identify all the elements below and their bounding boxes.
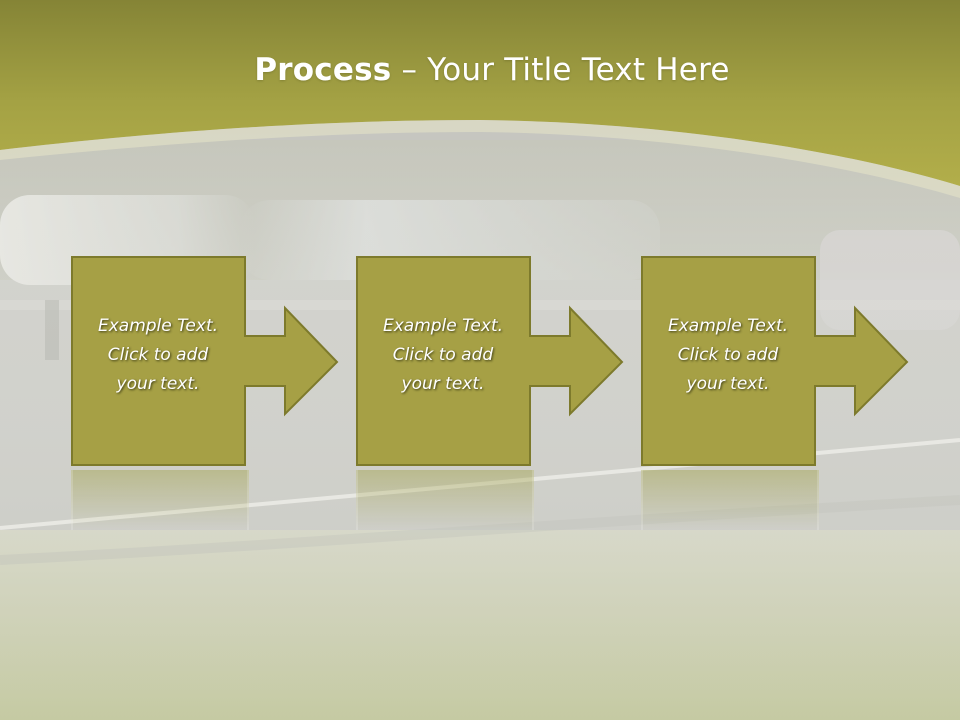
header-band bbox=[0, 0, 960, 198]
step-text-box-1[interactable]: Example Text. Click to add your text. bbox=[71, 256, 245, 466]
step-line-3: your text. bbox=[686, 373, 770, 394]
arrow-shape-1 bbox=[71, 256, 339, 466]
step-text-box-2[interactable]: Example Text. Click to add your text. bbox=[356, 256, 530, 466]
step-line-1: Example Text. bbox=[97, 315, 219, 336]
step-line-3: your text. bbox=[401, 373, 485, 394]
title-bold-part: Process bbox=[254, 52, 392, 88]
process-step-3[interactable]: Example Text. Click to add your text. bbox=[641, 256, 960, 468]
title-rest-part: – Your Title Text Here bbox=[391, 52, 730, 88]
step-line-1: Example Text. bbox=[382, 315, 504, 336]
slide-title[interactable]: Process – Your Title Text Here bbox=[0, 52, 960, 88]
step-line-2: Click to add bbox=[677, 344, 779, 365]
step-reflection-3 bbox=[641, 470, 819, 530]
step-reflection-2 bbox=[356, 470, 534, 530]
process-step-1[interactable]: Example Text. Click to add your text. bbox=[71, 256, 417, 468]
step-line-1: Example Text. bbox=[667, 315, 789, 336]
step-line-2: Click to add bbox=[392, 344, 494, 365]
arrow-shape-3 bbox=[641, 256, 909, 466]
arrow-shape-2 bbox=[356, 256, 624, 466]
step-reflection-1 bbox=[71, 470, 249, 530]
step-line-2: Click to add bbox=[107, 344, 209, 365]
step-text-box-3[interactable]: Example Text. Click to add your text. bbox=[641, 256, 815, 466]
step-line-3: your text. bbox=[116, 373, 200, 394]
process-step-2[interactable]: Example Text. Click to add your text. bbox=[356, 256, 702, 468]
